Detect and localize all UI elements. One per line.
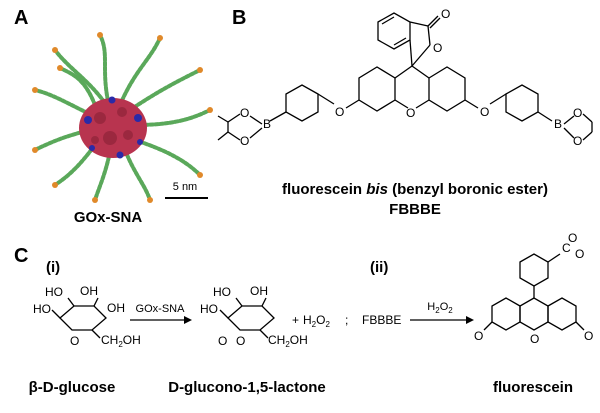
glucose-ch2oh: CH2OH [101,333,141,349]
panel-c-sub-i: (i) [46,259,60,276]
panel-label-c: C [14,245,28,267]
lactone-ho2: HO [213,285,231,299]
atom-o-ether-right: O [480,105,489,119]
atom-o-xanthene: O [406,106,415,120]
fluorescein-ring-o: O [530,332,539,346]
lactone-oh1: OH [250,284,268,298]
panel-b-caption: fluorescein bis (benzyl boronic ester) [282,181,548,198]
lactone-ho1: HO [200,302,218,316]
reagent-label: FBBBE [362,313,401,327]
arrow2-label: H2O2 [427,301,453,315]
fbbbe-structure: O O O O B O O O B [217,7,593,148]
glucose-ho2: HO [45,285,63,299]
fluorescein-o-carb1: O [568,231,577,245]
atom-o-bl2: O [240,134,249,148]
lactone-name: D-glucono-1,5-lactone [168,379,326,396]
panel-label-b: B [232,7,246,29]
panel-label-a: A [14,7,28,29]
arrow1-label: GOx-SNA [136,303,186,315]
glucose-ho1: HO [33,302,51,316]
arrow1-head [184,316,192,324]
atom-o-ring: O [433,41,442,55]
plus-sign: + [292,313,299,327]
atom-o-br1: O [573,106,582,120]
h2o2-product: H2O2 [303,313,330,329]
fluorescein-structure: C O O O O O [474,231,593,346]
atom-b-right: B [554,117,562,131]
separator: ; [345,313,348,327]
fluorescein-o-carb2: O [575,247,584,261]
linker-sites [84,96,143,159]
glucose-structure: HO HO OH OH O CH2OH [33,284,141,349]
dna-strand-ends [32,32,213,203]
atom-o-br2: O [573,134,582,148]
glucose-oh1: OH [80,284,98,298]
panel-c-sub-ii: (ii) [370,259,388,276]
atom-o-lactone: O [441,7,450,21]
product-name: fluorescein [493,379,573,396]
panel-a-caption: GOx-SNA [74,209,143,226]
atom-o-ether-left: O [335,105,344,119]
atom-o-bl1: O [240,106,249,120]
fluorescein-o-minus: O [474,329,483,343]
protein-core-texture [91,107,133,145]
gox-sna-model [32,32,213,203]
glucose-ring-o: O [70,334,79,348]
lactone-ch2oh: CH2OH [268,333,308,349]
atom-b-left: B [263,117,271,131]
fluorescein-keto-o: O [584,329,593,343]
glucose-name: β-D-glucose [29,379,116,396]
lactone-carbonyl-o: O [218,334,227,348]
glucose-oh2: OH [107,301,125,315]
lactone-ring-o: O [236,334,245,348]
arrow2-head [466,316,474,324]
fluorescein-carboxylate-c: C [562,241,571,255]
scale-bar-label: 5 nm [173,181,197,193]
panel-b-abbrev: FBBBE [389,201,441,218]
lactone-structure: HO HO OH O O CH2OH [200,284,308,349]
